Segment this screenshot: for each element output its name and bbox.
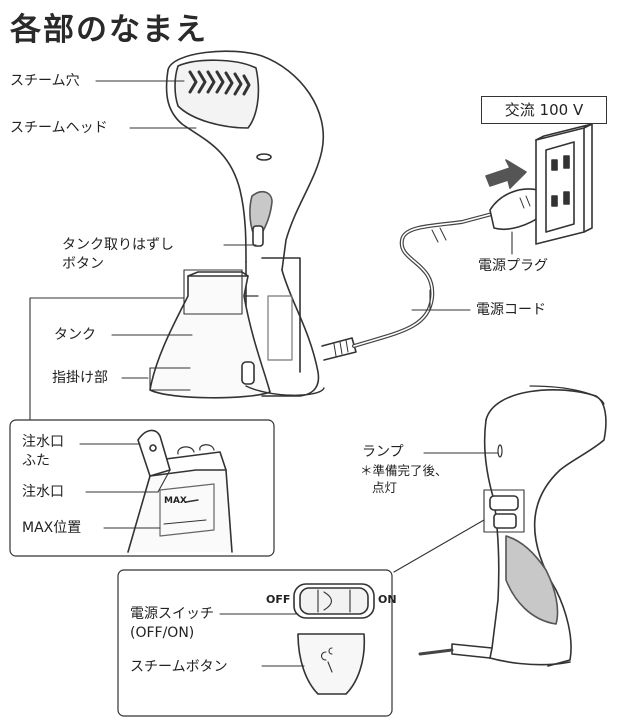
label-power-cord: 電源コード: [476, 302, 546, 318]
inlet-leader-lines: [79, 443, 171, 529]
steam-holes: [188, 70, 251, 96]
leader-lines: [95, 80, 513, 391]
tank-highlight-frame: [183, 269, 243, 315]
label-lamp-note-2: 点灯: [372, 480, 398, 495]
label-steam-hole: スチーム穴: [10, 73, 80, 89]
label-inlet-cap-1: 注水口: [22, 434, 64, 450]
insert-arrow: [485, 159, 527, 189]
label-power-switch-2: (OFF/ON): [130, 625, 195, 641]
steam-button: [297, 633, 366, 695]
tank-release-button: [252, 225, 264, 247]
page-title: 各部のなまえ: [10, 12, 208, 48]
label-inlet-cap-2: ふた: [22, 453, 50, 469]
inlet-detail-box: [9, 419, 275, 557]
label-tank-release-1: タンク取りはずし: [62, 237, 174, 253]
power-cord: [352, 212, 494, 348]
label-power-plug: 電源プラグ: [478, 258, 548, 274]
label-steam-button: スチームボタン: [130, 659, 228, 675]
steamer-main: [149, 50, 357, 399]
label-steam-head: スチームヘッド: [10, 120, 108, 136]
max-mark: MAX: [164, 496, 187, 506]
inlet-detail-drawing: [127, 429, 233, 553]
label-power-switch-1: 電源スイッチ: [130, 606, 214, 622]
switch-highlight-frame: [483, 489, 525, 533]
label-max-position: MAX位置: [22, 520, 82, 536]
steamer-right: [451, 385, 607, 667]
switch-off-label: OFF: [266, 593, 291, 606]
label-tank-release-2: ボタン: [62, 256, 104, 272]
switch-leader-lines: [219, 613, 305, 667]
power-switch: [293, 583, 375, 619]
label-finger-grip: 指掛け部: [52, 370, 108, 386]
switch-detail-box: [117, 569, 393, 717]
label-voltage: 交流 100 V: [481, 96, 607, 124]
label-lamp: ランプ: [362, 444, 404, 460]
label-lamp-note-1: ＊準備完了後、: [360, 463, 448, 478]
lamp-indicator: [256, 153, 272, 161]
switch-on-label: ON: [378, 593, 397, 606]
label-tank: タンク: [54, 327, 96, 343]
wall-outlet: [535, 123, 593, 245]
label-inlet: 注水口: [22, 484, 64, 500]
